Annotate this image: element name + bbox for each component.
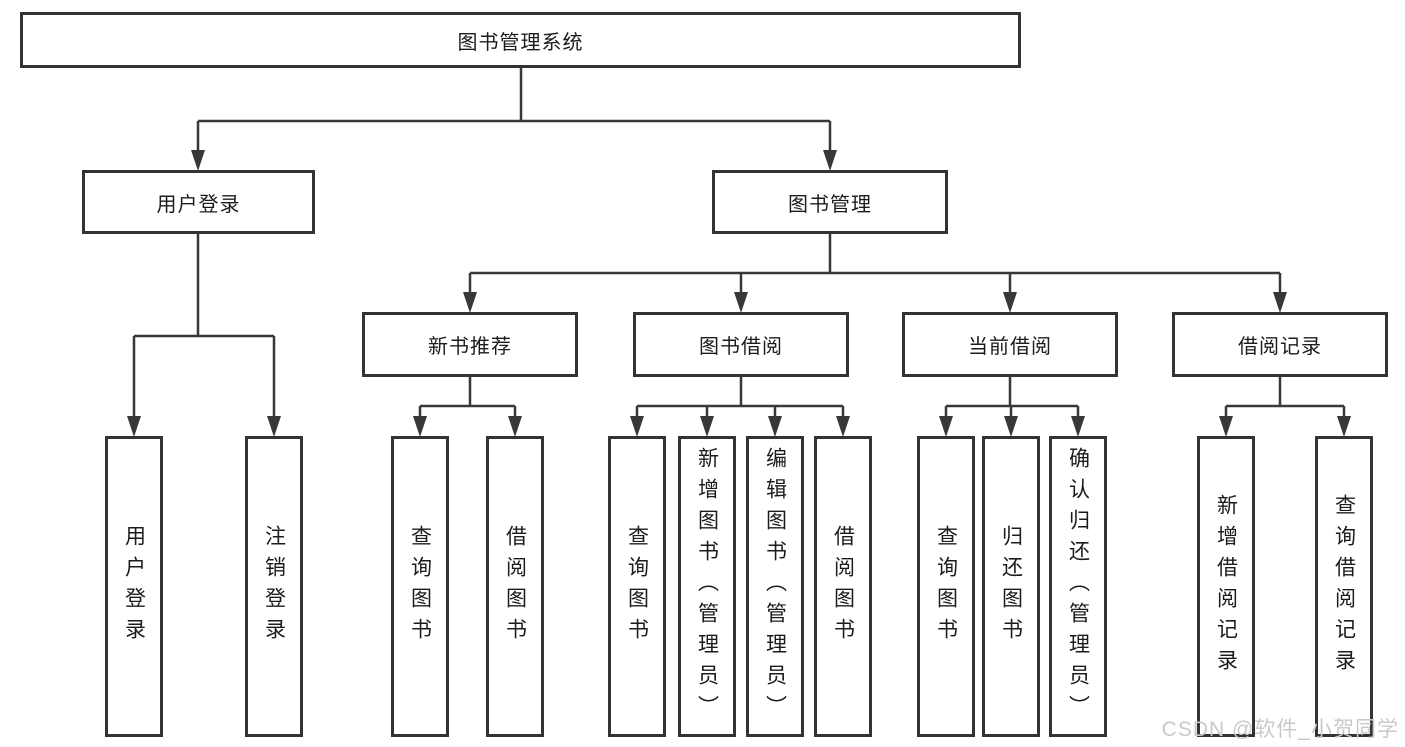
arrow-down-icon <box>463 292 477 313</box>
arrow-down-icon <box>127 416 141 437</box>
leaf-borrow-books-recommend-label: 借阅图书 <box>503 524 527 649</box>
leaf-query-borrow-records: 查询借阅记录 <box>1315 436 1373 737</box>
connector-new-book-to-leaves <box>418 377 517 417</box>
leaf-borrow-books-label: 借阅图书 <box>831 524 855 649</box>
leaf-query-books-borrowing-label: 查询图书 <box>625 524 649 649</box>
arrow-down-icon <box>734 292 748 313</box>
leaf-edit-books-admin: 编辑图书（管理员） <box>746 436 804 737</box>
arrow-down-icon <box>191 150 205 171</box>
connector-root-to-level2 <box>196 68 832 151</box>
leaf-user-login: 用户登录 <box>105 436 163 737</box>
connector-book-borrow-to-leaves <box>635 377 845 417</box>
node-current-borrowing-label: 当前借阅 <box>968 336 1052 358</box>
connector-book-management-to-modules <box>468 234 1282 292</box>
arrow-down-icon <box>836 416 850 437</box>
arrow-down-icon <box>1273 292 1287 313</box>
arrow-down-icon <box>267 416 281 437</box>
leaf-edit-books-admin-label: 编辑图书（管理员） <box>763 447 787 726</box>
arrow-down-icon <box>939 416 953 437</box>
arrow-down-icon <box>768 416 782 437</box>
arrow-down-icon <box>823 150 837 171</box>
leaf-query-books-current-label: 查询图书 <box>934 524 958 649</box>
node-user-login: 用户登录 <box>82 170 315 234</box>
leaf-confirm-return-admin-label: 确认归还（管理员） <box>1066 447 1090 726</box>
arrow-down-icon <box>1337 416 1351 437</box>
node-borrowing-records-label: 借阅记录 <box>1238 336 1322 358</box>
node-book-management-label: 图书管理 <box>788 193 872 216</box>
node-book-borrowing: 图书借阅 <box>633 312 849 377</box>
leaf-add-books-admin-label: 新增图书（管理员） <box>695 447 719 726</box>
leaf-borrow-books-recommend: 借阅图书 <box>486 436 544 737</box>
arrow-down-icon <box>413 416 427 437</box>
arrow-down-icon <box>1003 292 1017 313</box>
node-borrowing-records: 借阅记录 <box>1172 312 1388 377</box>
leaf-add-borrow-record-label: 新增借阅记录 <box>1214 493 1238 680</box>
node-book-management: 图书管理 <box>712 170 948 234</box>
leaf-query-books-current: 查询图书 <box>917 436 975 737</box>
leaf-query-borrow-records-label: 查询借阅记录 <box>1332 493 1356 680</box>
leaf-query-books-recommend-label: 查询图书 <box>408 524 432 649</box>
arrow-down-icon <box>700 416 714 437</box>
leaf-add-books-admin: 新增图书（管理员） <box>678 436 736 737</box>
leaf-borrow-books: 借阅图书 <box>814 436 872 737</box>
leaf-confirm-return-admin: 确认归还（管理员） <box>1049 436 1107 737</box>
arrow-down-icon <box>1004 416 1018 437</box>
leaf-query-books-borrowing: 查询图书 <box>608 436 666 737</box>
arrow-down-icon <box>630 416 644 437</box>
arrow-down-icon <box>1219 416 1233 437</box>
connector-borrow-records-to-leaves <box>1224 377 1346 417</box>
node-new-book-recommend-label: 新书推荐 <box>428 336 512 358</box>
node-user-login-label: 用户登录 <box>156 193 241 216</box>
arrow-down-icon <box>508 416 522 437</box>
leaf-add-borrow-record: 新增借阅记录 <box>1197 436 1255 737</box>
node-new-book-recommend: 新书推荐 <box>362 312 578 377</box>
connector-current-borrow-to-leaves <box>944 377 1080 417</box>
leaf-user-login-label: 用户登录 <box>122 524 146 649</box>
node-book-borrowing-label: 图书借阅 <box>699 336 783 358</box>
arrow-down-icon <box>1071 416 1085 437</box>
leaf-query-books-recommend: 查询图书 <box>391 436 449 737</box>
leaf-return-books-label: 归还图书 <box>999 524 1023 649</box>
node-root-label: 图书管理系统 <box>457 31 584 54</box>
leaf-logout: 注销登录 <box>245 436 303 737</box>
leaf-logout-label: 注销登录 <box>262 524 286 649</box>
node-current-borrowing: 当前借阅 <box>902 312 1118 377</box>
leaf-return-books: 归还图书 <box>982 436 1040 737</box>
node-root: 图书管理系统 <box>20 12 1021 68</box>
watermark: CSDN @软件_小贺同学 <box>1161 718 1399 741</box>
connector-user-login-to-leaves <box>132 234 276 417</box>
